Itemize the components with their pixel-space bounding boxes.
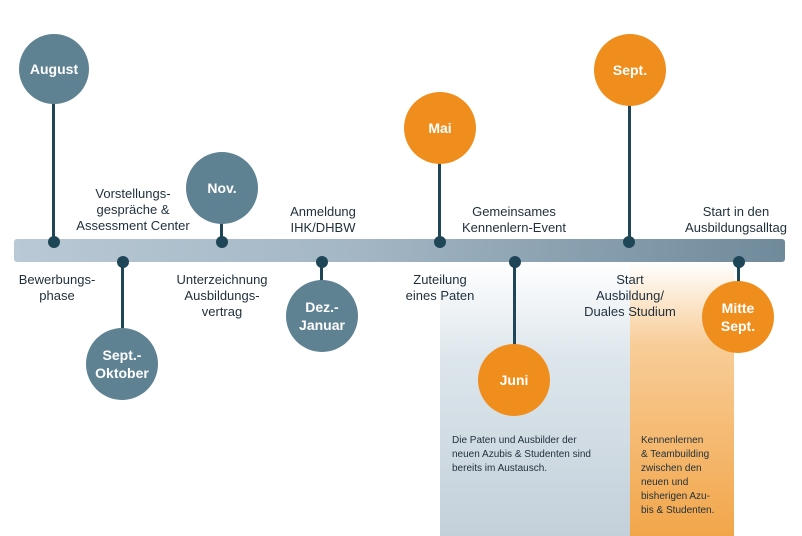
date-circle-mitte-sept: Mitte Sept. bbox=[702, 281, 774, 353]
dot-sept bbox=[623, 236, 635, 248]
dot-dez-januar bbox=[316, 256, 328, 268]
milestone-label-start-ausbildung: Start Ausbildung/ Duales Studium bbox=[584, 272, 676, 319]
milestone-label-unterzeichnung: Unterzeichnung Ausbildungs- vertrag bbox=[176, 272, 268, 319]
stem-mitte-sept bbox=[737, 262, 740, 284]
note-paten: Die Paten und Ausbilder der neuen Azubis… bbox=[452, 435, 591, 474]
milestone-label-kennenlern-event: Gemeinsames Kennenlern-Event bbox=[461, 204, 567, 235]
timeline-bar bbox=[14, 239, 785, 262]
stem-august bbox=[52, 104, 55, 242]
date-circle-juni: Juni bbox=[478, 344, 550, 416]
dot-nov bbox=[216, 236, 228, 248]
milestone-label-anmeldung: Anmeldung IHK/DHBW bbox=[290, 204, 356, 235]
dot-mai bbox=[434, 236, 446, 248]
dot-august bbox=[48, 236, 60, 248]
date-circle-mai: Mai bbox=[404, 92, 476, 164]
date-circle-august: August bbox=[19, 34, 89, 104]
date-circle-nov: Nov. bbox=[186, 152, 258, 224]
stem-nov bbox=[220, 222, 223, 242]
date-circle-dez-januar: Dez.- Januar bbox=[286, 280, 358, 352]
stem-sept bbox=[628, 104, 631, 242]
note-kennenlernen: Kennenlernen & Teambuilding zwischen den… bbox=[641, 435, 715, 516]
dot-sept-oktober bbox=[117, 256, 129, 268]
milestone-label-zuteilung: Zuteilung eines Paten bbox=[405, 272, 475, 303]
dot-juni bbox=[509, 256, 521, 268]
date-circle-sept-oktober: Sept.- Oktober bbox=[86, 328, 158, 400]
stem-mai bbox=[438, 160, 441, 242]
date-circle-sept: Sept. bbox=[594, 34, 666, 106]
milestone-label-vorstellungsgespraeche: Vorstellungs- gespräche & Assessment Cen… bbox=[76, 186, 190, 233]
stem-juni bbox=[513, 262, 516, 348]
milestone-label-ausbildungsalltag: Start in den Ausbildungsalltag bbox=[685, 204, 787, 235]
stem-dez-januar bbox=[320, 262, 323, 282]
milestone-label-bewerbungsphase: Bewerbungs- phase bbox=[18, 272, 96, 303]
dot-mitte-sept bbox=[733, 256, 745, 268]
stem-sept-oktober bbox=[121, 262, 124, 328]
